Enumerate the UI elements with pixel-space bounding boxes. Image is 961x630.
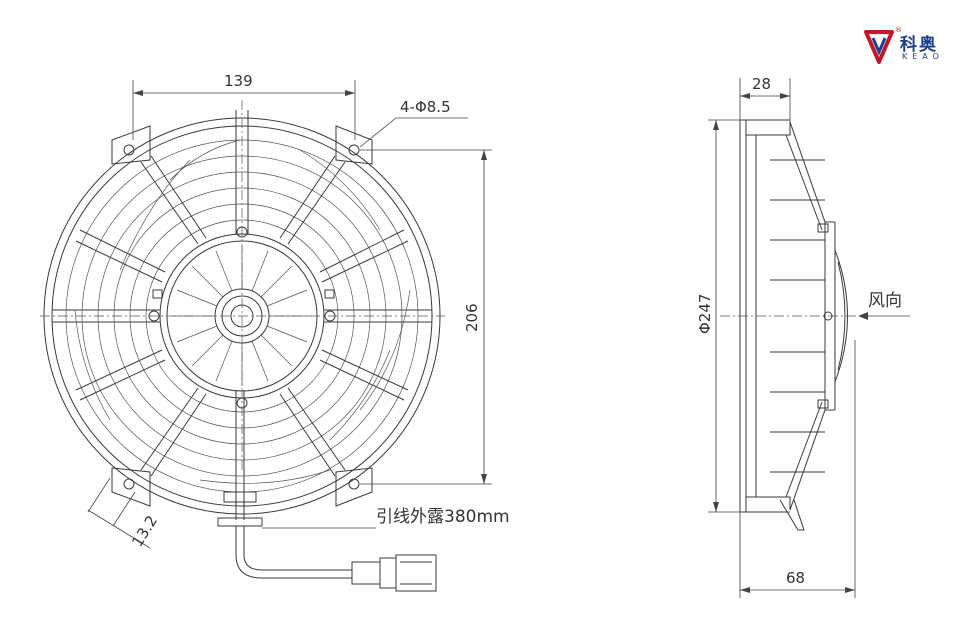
airflow-direction-note: 风向 xyxy=(868,291,902,311)
height-dimension-label: 206 xyxy=(463,303,481,332)
brand-logo: ® 科奥 KEAO xyxy=(862,26,954,68)
holes-note-label: 4-Φ8.5 xyxy=(400,98,451,116)
brand-name-cn: 科奥 xyxy=(900,35,938,55)
front-dimensions: 139 4-Φ8.5 206 13.2 引线外露380mm xyxy=(87,72,510,550)
front-view xyxy=(40,100,445,592)
offset-dimension-label: 13.2 xyxy=(128,512,161,550)
side-view xyxy=(720,119,870,531)
total-depth-dimension-label: 68 xyxy=(786,569,805,587)
width-dimension-label: 139 xyxy=(224,72,253,90)
brand-name-en: KEAO xyxy=(902,52,944,61)
diameter-dimension-label: Φ247 xyxy=(696,294,714,334)
lead-length-note: 引线外露380mm xyxy=(376,507,510,527)
registered-mark: ® xyxy=(895,26,902,34)
depth-dimension-label: 28 xyxy=(752,75,771,93)
keao-logo-icon xyxy=(864,30,894,64)
side-dimensions: 28 Φ247 68 风向 xyxy=(696,75,910,598)
